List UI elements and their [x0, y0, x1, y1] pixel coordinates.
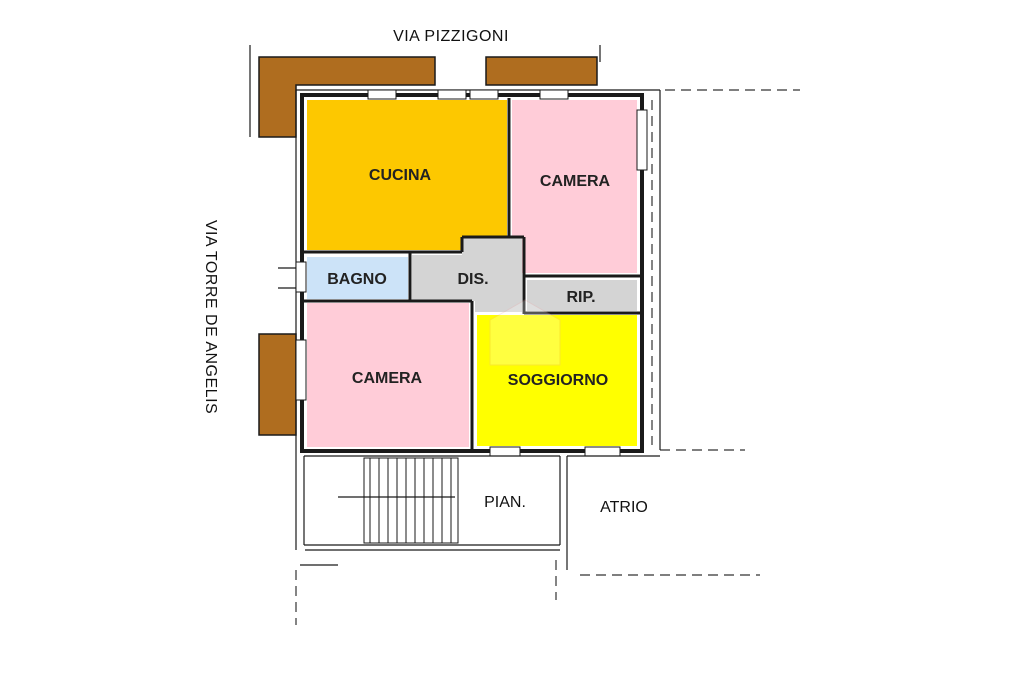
balcony-left [258, 333, 297, 436]
street-label-top: VIA PIZZIGONI [393, 28, 509, 45]
window [295, 261, 307, 293]
site-lines [249, 45, 661, 570]
staircase-outline [363, 457, 459, 544]
window [584, 446, 621, 457]
balcony-top-right [485, 56, 598, 86]
room-ripostiglio [527, 280, 637, 311]
window [437, 89, 467, 100]
window [539, 89, 569, 100]
room-soggiorno [477, 315, 637, 446]
window [367, 89, 397, 100]
rooms [307, 100, 637, 447]
room-camera-left [307, 303, 469, 447]
room-disimpegno [412, 237, 522, 312]
room-label-camera-top: CAMERA [540, 173, 611, 190]
room-label-soggiorno: SOGGIORNO [508, 372, 608, 389]
room-label-camera-left: CAMERA [352, 370, 423, 387]
watermark-logo [489, 299, 561, 366]
site-boundary-lines [295, 89, 800, 625]
staircase [338, 457, 459, 544]
room-cucina [307, 100, 507, 250]
room-label-bagno: BAGNO [327, 271, 387, 288]
room-label-dis: DIS. [457, 271, 488, 288]
balcony-top-left [258, 56, 436, 138]
window [469, 89, 499, 100]
window [295, 339, 307, 401]
room-camera-top [512, 100, 637, 273]
balconies [258, 56, 598, 436]
window [489, 446, 521, 457]
window [636, 109, 648, 171]
room-label-rip: RIP. [566, 289, 595, 306]
street-label-left: VIA TORRE DE ANGELIS [202, 220, 219, 414]
room-bagno [307, 257, 408, 299]
label-pianerottolo: PIAN. [484, 494, 526, 511]
windows [295, 89, 648, 457]
label-atrio: ATRIO [600, 499, 648, 516]
room-label-cucina: CUCINA [369, 167, 432, 184]
